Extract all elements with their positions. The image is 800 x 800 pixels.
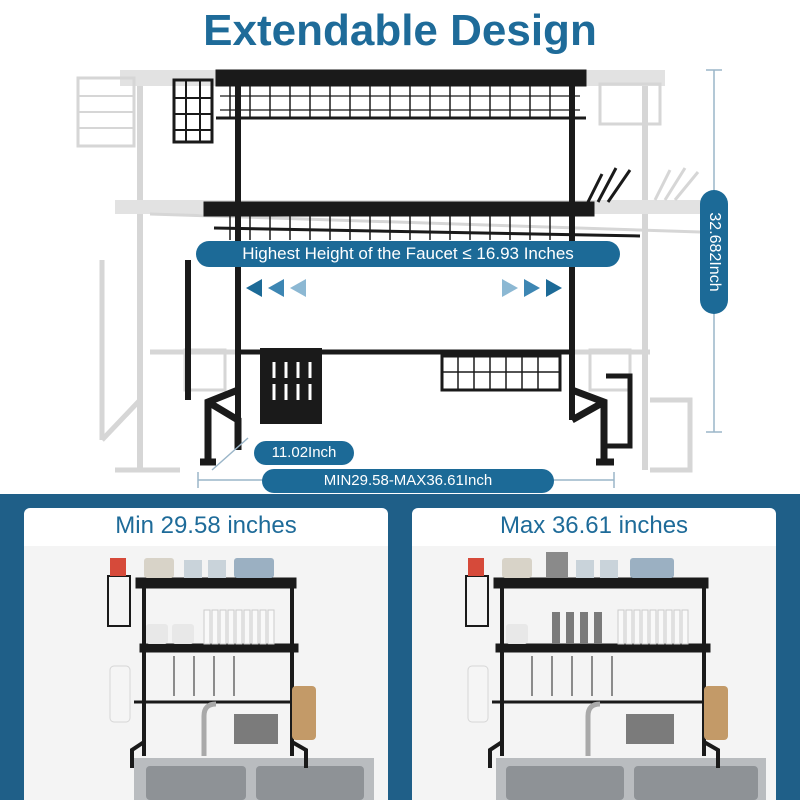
min-width-panel: Min 29.58 inches (24, 508, 388, 800)
faucet-height-label: Highest Height of the Faucet ≤ 16.93 Inc… (196, 241, 620, 267)
top-shelf-grid (229, 86, 571, 118)
min-rack-photo (24, 546, 388, 800)
middle-shelf-grid (229, 216, 571, 240)
max-width-panel: Max 36.61 inches (412, 508, 776, 800)
arrows-left-icon (246, 279, 306, 297)
height-label: 32.682Inch (706, 212, 723, 292)
main-rack (172, 69, 641, 466)
min-width-title: Min 29.58 inches (115, 512, 297, 539)
page-title: Extendable Design (203, 6, 597, 55)
max-rack-photo (412, 546, 776, 800)
width-range-label: MIN29.58-MAX36.61Inch (262, 469, 554, 493)
depth-label: 11.02Inch (254, 441, 354, 465)
height-label-pill: 32.682Inch (700, 190, 728, 314)
rack-diagram (76, 69, 722, 488)
arrows-right-icon (502, 279, 562, 297)
max-width-title: Max 36.61 inches (499, 512, 689, 539)
